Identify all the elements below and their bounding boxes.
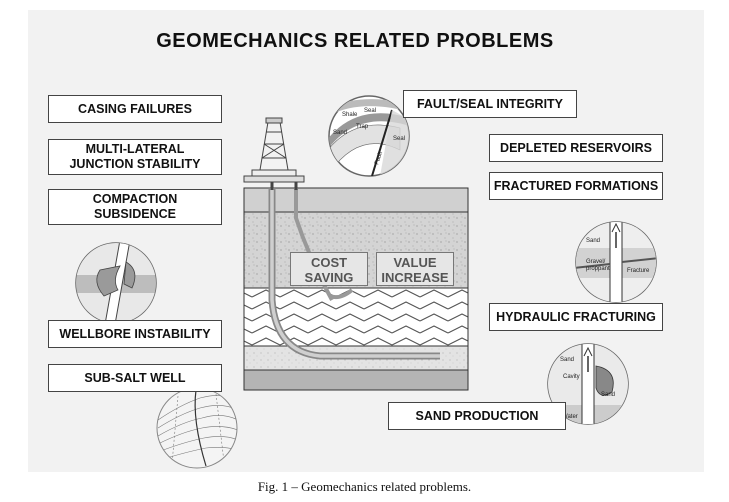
base-layer [243,369,469,391]
earth-cross-section [243,187,469,391]
wellbore-instability-box: WELLBORE INSTABILITY [48,320,222,348]
label-sp-sand-2: Sand [601,392,615,398]
fault-seal-integrity-box: FAULT/SEAL INTEGRITY [403,90,577,118]
label-seal: Seal [364,108,376,114]
casing-failures-box: CASING FAILURES [48,95,222,123]
label-shale: Shale [342,112,358,118]
sand-production-inset: Sand Cavity Sand Water [547,343,629,425]
top-soil-layer [243,187,469,213]
page-title: GEOMECHANICS RELATED PROBLEMS [156,30,554,52]
label-water: Water [562,414,578,420]
label-seal-2: Seal [393,136,405,142]
multi-lateral-junction-box: MULTI-LATERAL JUNCTION STABILITY [48,139,222,175]
figure-caption: Fig. 1 – Geomechanics related problems. [257,479,472,494]
fractured-formations-box: FRACTURED FORMATIONS [489,172,663,200]
label-fracture: Fracture [627,268,650,274]
depleted-reservoirs-box: DEPLETED RESERVOIRS [489,134,663,162]
label-trap: Trap [356,124,369,130]
cost-saving-callout: COST SAVING [290,252,368,286]
label-fault: Fault [374,151,384,166]
label-frac-sand: Sand [586,238,600,244]
compaction-subsidence-box: COMPACTION SUBSIDENCE [48,189,222,225]
wellbore-instability-inset [75,242,157,324]
fault-seal-inset: Shale Seal Trap Sand Seal Fault [328,95,410,177]
sand-production-box: SAND PRODUCTION [388,402,566,430]
sub-salt-seismic-inset [156,387,238,469]
hydraulic-fracturing-box: HYDRAULIC FRACTURING [489,303,663,331]
label-sand: Sand [333,130,347,136]
hydraulic-fracturing-inset: Sand Gravel/ proppant Fracture [575,221,657,303]
value-increase-callout: VALUE INCREASE [376,252,454,286]
label-proppant: proppant [586,266,610,272]
label-gravel: Gravel/ [586,259,606,265]
drilling-rig-icon [243,117,305,190]
label-sp-sand: Sand [560,357,574,363]
sub-salt-well-box: SUB-SALT WELL [48,364,222,392]
label-cavity: Cavity [563,374,580,380]
